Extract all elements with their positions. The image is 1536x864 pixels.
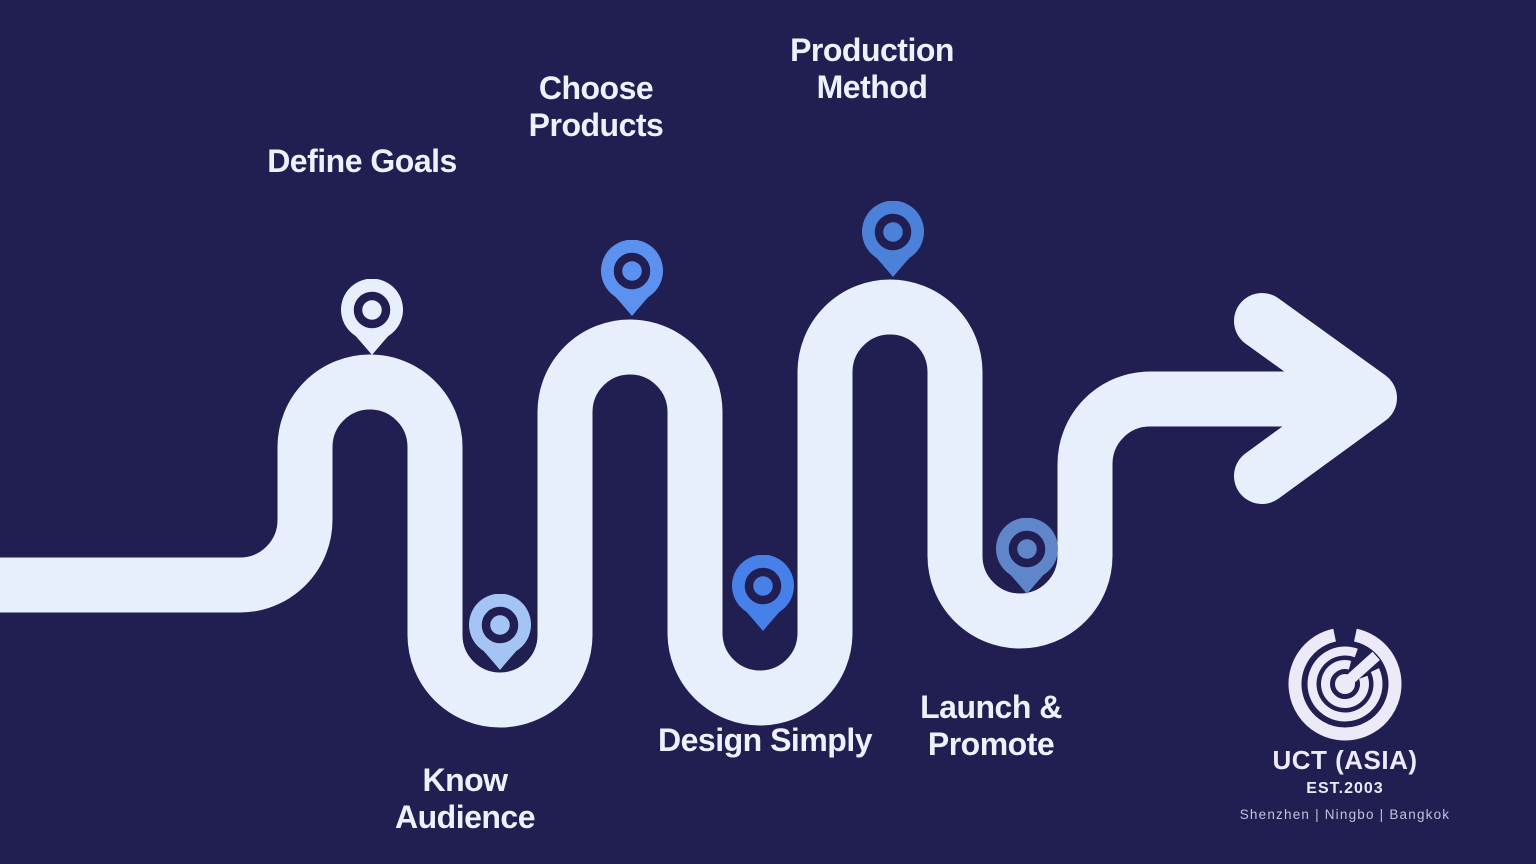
pin-body: [469, 594, 531, 670]
map-pin-icon-launch-promote: [996, 518, 1058, 594]
pin-body: [601, 240, 663, 316]
pin-ring: [874, 213, 912, 251]
logo-tagline: Shenzhen | Ningbo | Bangkok: [1239, 807, 1451, 822]
uct-logo-icon: [1288, 628, 1402, 741]
step-label-line: Production: [790, 32, 954, 68]
logo-company-name: UCT (ASIA): [1272, 745, 1418, 775]
step-label-line: Know: [422, 762, 508, 798]
road-path: [0, 279, 1343, 728]
step-label-line: Design Simply: [658, 722, 873, 758]
step-label-line: Products: [528, 107, 664, 143]
logo-inner-c: [1321, 660, 1369, 708]
step-label-line: Audience: [394, 799, 536, 835]
pin-ring: [744, 567, 782, 605]
pin-ring: [1008, 530, 1046, 568]
pin-ring: [613, 252, 651, 290]
pin-body: [862, 201, 924, 277]
map-pin-icon-know-audience: [469, 594, 531, 670]
step-label-line: Method: [816, 69, 928, 105]
step-label-launch-promote: Launch &Promote: [920, 689, 1062, 763]
map-pin-icon-design-simply: [732, 555, 794, 631]
step-label-line: Choose: [538, 70, 654, 106]
step-label-line: Promote: [927, 726, 1055, 762]
logo-diagonal-bar: [1346, 651, 1380, 684]
pin-body: [341, 279, 403, 355]
pin-body: [732, 555, 794, 631]
step-label-line: Launch &: [920, 689, 1062, 725]
step-label-define-goals: Define Goals: [267, 143, 457, 180]
pin-body: [996, 518, 1058, 594]
logo: UCT (ASIA) EST.2003 Shenzhen | Ningbo | …: [1215, 622, 1475, 822]
logo-established: EST.2003: [1306, 780, 1384, 797]
arrow-head-icon: [1234, 293, 1397, 504]
logo-middle-c: [1307, 646, 1383, 722]
logo-outer-c: [1288, 628, 1402, 741]
step-label-line: Define Goals: [267, 143, 457, 179]
map-pin-icon-choose-products: [601, 240, 663, 316]
pin-ring: [481, 606, 519, 644]
step-label-design-simply: Design Simply: [658, 722, 873, 759]
pin-ring: [353, 291, 391, 329]
map-pin-icon-production-method: [862, 201, 924, 277]
map-pin-icon-define-goals: [341, 279, 403, 355]
